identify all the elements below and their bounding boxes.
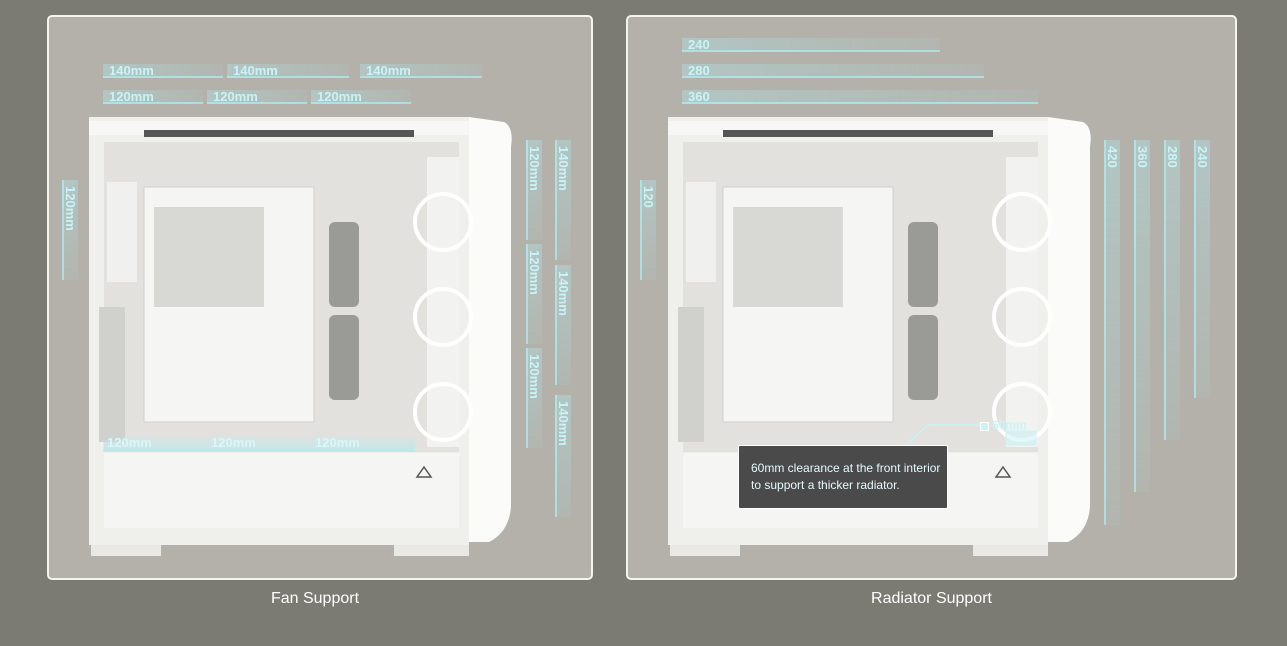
- rear-fan-120: 120mm: [62, 180, 78, 280]
- front-fan-140-2-label: 140mm: [556, 271, 571, 316]
- front-fan-120-2: 120mm: [526, 244, 542, 344]
- top-fan-140-1: 140mm: [103, 64, 223, 78]
- front-radiator-240-label: 240: [1195, 146, 1210, 168]
- front-fan-120-1: 120mm: [526, 140, 542, 240]
- front-radiator-360: 360: [1134, 140, 1150, 492]
- rear-fan-120-label: 120mm: [63, 186, 78, 231]
- front-radiator-280: 280: [1164, 140, 1180, 440]
- top-fan-140-2: 140mm: [227, 64, 349, 78]
- tooltip-line-1: 60mm clearance at the front interior: [751, 461, 941, 475]
- top-fan-120-3: 120mm: [311, 90, 411, 104]
- front-fan-120-1-label: 120mm: [527, 146, 542, 191]
- front-fan-120-2-label: 120mm: [527, 250, 542, 295]
- tooltip-line-2: to support a thicker radiator.: [751, 478, 900, 492]
- radiator-support-caption: Radiator Support: [871, 590, 992, 607]
- front-fan-120-3-label: 120mm: [527, 354, 542, 399]
- front-fan-140-1-label: 140mm: [556, 146, 571, 191]
- front-fan-140-3-label: 140mm: [556, 401, 571, 446]
- pc-case-illustration: [89, 117, 512, 556]
- front-fan-140-1: 140mm: [555, 140, 571, 260]
- front-fan-140-2: 140mm: [555, 265, 571, 385]
- top-fan-120-2: 120mm: [207, 90, 307, 104]
- bottom-fan-120-1: 120mm: [103, 435, 207, 452]
- fan-support-caption: Fan Support: [270, 590, 360, 607]
- callout-dot: [980, 422, 989, 431]
- front-fan-120-3: 120mm: [526, 348, 542, 448]
- radiator-support-panel: 240 280 360 120 420 360 280 240 60mm 60m…: [626, 15, 1237, 580]
- fan-support-panel: 140mm 140mm 140mm 120mm 120mm 120mm 120m…: [47, 15, 593, 580]
- top-radiator-280: 280: [682, 64, 984, 78]
- front-radiator-420-label: 420: [1105, 146, 1120, 168]
- front-radiator-280-label: 280: [1165, 146, 1180, 168]
- top-fan-120-1: 120mm: [103, 90, 203, 104]
- top-radiator-360: 360: [682, 90, 1038, 104]
- clearance-tooltip: 60mm clearance at the front interior to …: [738, 445, 948, 509]
- front-fan-140-3: 140mm: [555, 395, 571, 517]
- clearance-value: 60mm: [992, 418, 1027, 432]
- bottom-fan-120-3: 120mm: [311, 435, 415, 452]
- front-radiator-420: 420: [1104, 140, 1120, 525]
- front-radiator-360-label: 360: [1135, 146, 1150, 168]
- front-radiator-240: 240: [1194, 140, 1210, 398]
- rear-radiator-120-label: 120: [641, 186, 656, 208]
- rear-radiator-120: 120: [640, 180, 656, 280]
- bottom-fan-120-2: 120mm: [207, 435, 311, 452]
- top-radiator-240: 240: [682, 38, 940, 52]
- top-fan-140-3: 140mm: [360, 64, 482, 78]
